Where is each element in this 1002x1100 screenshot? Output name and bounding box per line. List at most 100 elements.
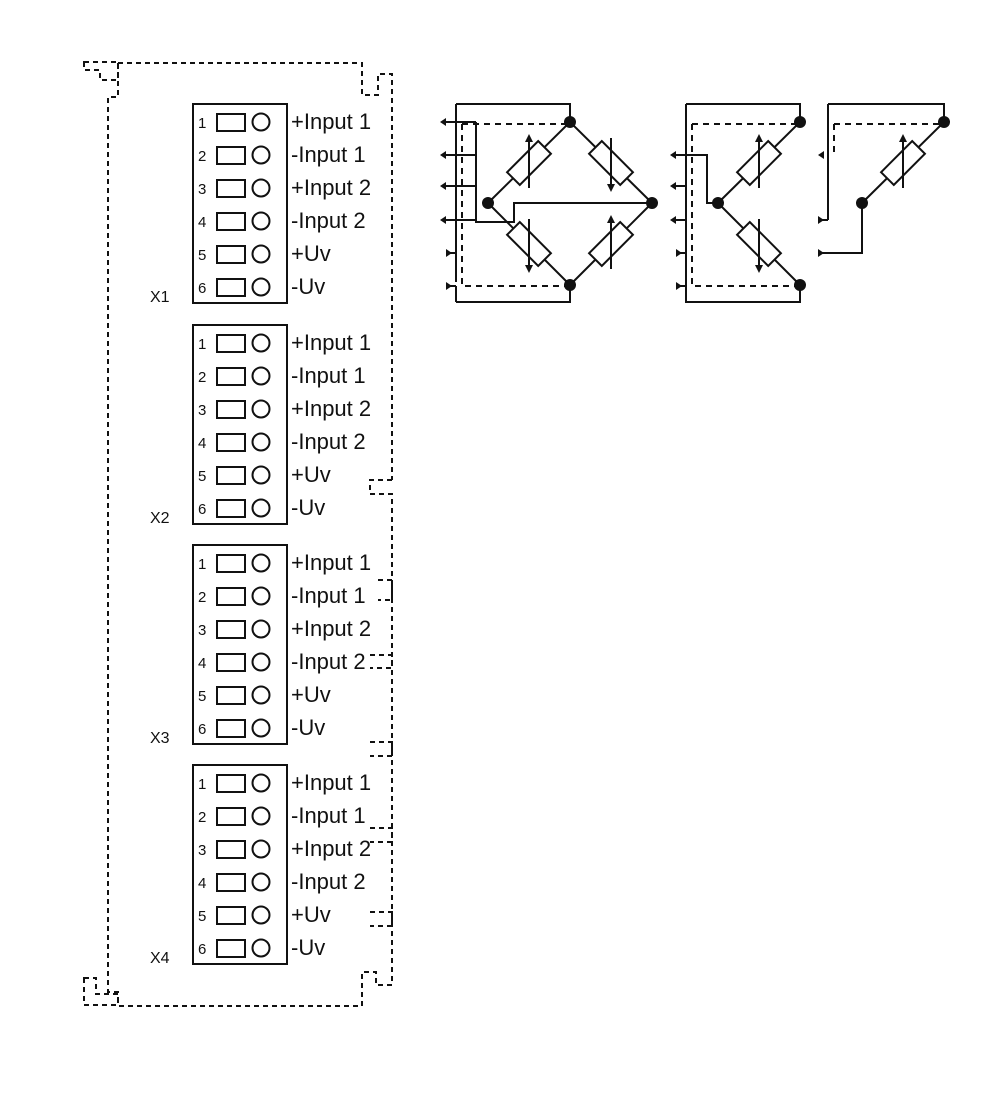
terminal-block-x4: 1+Input 12-Input 13+Input 24-Input 25+Uv… [150, 764, 371, 967]
connector-label: X3 [150, 730, 170, 747]
terminal-screw-slot [216, 653, 246, 672]
connector-label: X1 [150, 289, 170, 306]
terminal-signal-label: +Input 1 [291, 109, 371, 134]
terminal-screw-slot [216, 774, 246, 793]
terminal-screw-slot [216, 367, 246, 386]
terminal-wire-entry [251, 432, 271, 452]
terminal-signal-label: -Input 1 [291, 803, 366, 828]
terminal-signal-label: +Input 2 [291, 396, 371, 421]
terminal-signal-label: +Input 2 [291, 616, 371, 641]
terminal-wire-entry [251, 277, 271, 297]
terminal-wire-entry [251, 905, 271, 925]
terminal-signal-label: +Input 1 [291, 550, 371, 575]
terminal-wire-entry [251, 333, 271, 353]
terminal-screw-slot [216, 245, 246, 264]
terminal-screw-slot [216, 620, 246, 639]
terminal-pin-number: 1 [198, 776, 206, 793]
terminal-pin-number: 5 [198, 908, 206, 925]
terminal-screw-slot [216, 113, 246, 132]
terminal-signal-label: +Input 2 [291, 836, 371, 861]
terminal-screw-slot [216, 719, 246, 738]
quarter-bridge-circuit [818, 103, 950, 257]
terminal-screw-slot [216, 499, 246, 518]
terminal-block-frame [192, 764, 288, 965]
terminal-wire-entry [251, 399, 271, 419]
terminal-pin-number: 4 [198, 435, 206, 452]
terminal-pin-number: 1 [198, 336, 206, 353]
terminal-signal-label: -Input 1 [291, 363, 366, 388]
terminal-signal-label: +Uv [291, 902, 331, 927]
terminal-screw-slot [216, 433, 246, 452]
connector-label: X2 [150, 510, 170, 527]
terminal-block-frame [192, 544, 288, 745]
terminal-wire-entry [251, 586, 271, 606]
terminal-signal-label: -Uv [291, 935, 325, 960]
terminal-wire-entry [251, 465, 271, 485]
terminal-pin-number: 6 [198, 721, 206, 738]
terminal-wire-entry [251, 839, 271, 859]
terminal-screw-slot [216, 146, 246, 165]
terminal-wire-entry [251, 773, 271, 793]
terminal-signal-label: +Input 1 [291, 330, 371, 355]
terminal-signal-label: +Input 2 [291, 175, 371, 200]
terminal-pin-number: 1 [198, 115, 206, 132]
terminal-block-x1: 1+Input 12-Input 13+Input 24-Input 25+Uv… [150, 103, 371, 306]
terminal-screw-slot [216, 840, 246, 859]
terminal-wire-entry [251, 685, 271, 705]
terminal-wire-entry [251, 178, 271, 198]
terminal-screw-slot [216, 587, 246, 606]
half-bridge-circuit [670, 103, 806, 303]
terminal-screw-slot [216, 466, 246, 485]
terminal-screw-slot [216, 334, 246, 353]
terminal-signal-label: +Input 1 [291, 770, 371, 795]
terminal-wire-entry [251, 145, 271, 165]
connector-label: X4 [150, 950, 170, 967]
terminal-screw-slot [216, 554, 246, 573]
terminal-pin-number: 4 [198, 655, 206, 672]
terminal-screw-slot [216, 212, 246, 231]
terminal-screw-slot [216, 906, 246, 925]
terminal-pin-number: 3 [198, 622, 206, 639]
terminal-signal-label: -Uv [291, 274, 325, 299]
terminal-block-frame [192, 324, 288, 525]
terminal-signal-label: -Input 2 [291, 649, 366, 674]
terminal-pin-number: 3 [198, 181, 206, 198]
terminal-screw-slot [216, 686, 246, 705]
terminal-wire-entry [251, 553, 271, 573]
terminal-wire-entry [251, 112, 271, 132]
terminal-signal-label: +Uv [291, 462, 331, 487]
terminal-screw-slot [216, 278, 246, 297]
terminal-pin-number: 5 [198, 688, 206, 705]
terminal-pin-number: 3 [198, 402, 206, 419]
terminal-signal-label: +Uv [291, 682, 331, 707]
terminal-pin-number: 2 [198, 148, 206, 165]
terminal-wire-entry [251, 938, 271, 958]
terminal-signal-label: -Input 2 [291, 429, 366, 454]
terminal-signal-label: -Input 1 [291, 583, 366, 608]
terminal-wire-entry [251, 806, 271, 826]
terminal-screw-slot [216, 400, 246, 419]
terminal-pin-number: 6 [198, 280, 206, 297]
full-bridge-circuit [440, 103, 658, 303]
terminal-signal-label: -Input 2 [291, 869, 366, 894]
terminal-screw-slot [216, 939, 246, 958]
terminal-pin-number: 6 [198, 941, 206, 958]
terminal-wire-entry [251, 244, 271, 264]
terminal-pin-number: 1 [198, 556, 206, 573]
terminal-pin-number: 5 [198, 468, 206, 485]
terminal-pin-number: 4 [198, 214, 206, 231]
terminal-screw-slot [216, 179, 246, 198]
terminal-wire-entry [251, 498, 271, 518]
terminal-pin-number: 2 [198, 809, 206, 826]
terminal-signal-label: -Input 1 [291, 142, 366, 167]
terminal-wire-entry [251, 652, 271, 672]
terminal-wire-entry [251, 872, 271, 892]
module-housing [83, 61, 393, 1007]
terminal-signal-label: -Input 2 [291, 208, 366, 233]
terminal-screw-slot [216, 873, 246, 892]
terminal-pin-number: 6 [198, 501, 206, 518]
terminal-wire-entry [251, 366, 271, 386]
terminal-block-frame [192, 103, 288, 304]
terminal-block-x2: 1+Input 12-Input 13+Input 24-Input 25+Uv… [150, 324, 371, 527]
